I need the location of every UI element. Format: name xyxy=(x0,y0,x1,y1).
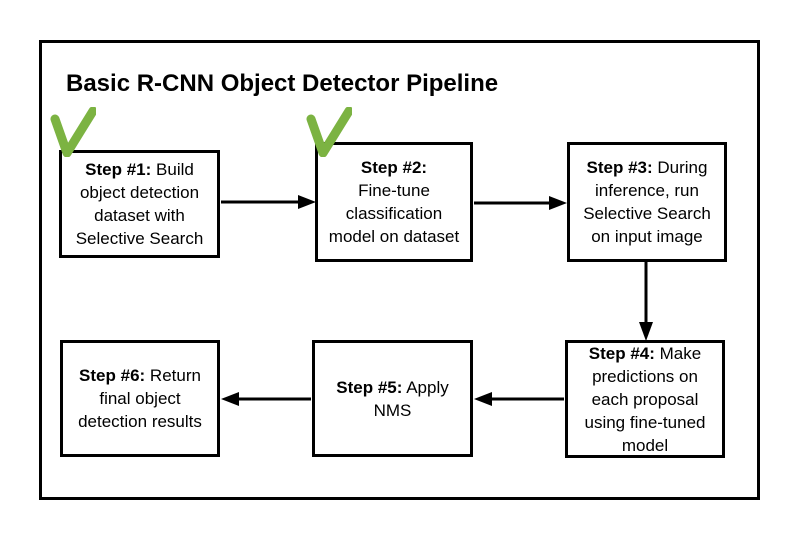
step-line: final object xyxy=(99,389,181,408)
step-line: Fine-tune xyxy=(358,181,430,200)
step-line: each proposal xyxy=(591,389,699,409)
step-line: using fine-tuned xyxy=(584,412,706,432)
step-4-text: Step #4: Make predictions on each proposal… xyxy=(585,342,706,457)
step-line: object detection xyxy=(79,183,200,202)
step-line: on input image xyxy=(591,227,703,246)
step-1-text: Step #1: Build object detection dataset wi… xyxy=(76,158,204,250)
step-line: Step #2: xyxy=(360,158,428,177)
checkmark-icon xyxy=(50,107,96,157)
step-1-box: Step #1: Build object detection dataset wi… xyxy=(50,107,220,258)
step-line: classification xyxy=(345,204,443,223)
step-line: dataset with xyxy=(94,206,185,225)
step-6-text: Step #6: Return final object detection res… xyxy=(78,364,202,433)
step-6-box: Step #6: Return final object detection res… xyxy=(60,340,220,457)
step-line: Selective Search xyxy=(75,229,204,248)
checkmark-icon xyxy=(306,107,352,157)
step-line: detection results xyxy=(78,412,202,431)
step-line: inference, run xyxy=(595,181,699,200)
step-line: Step #5: Apply xyxy=(336,377,449,397)
step-line: Step #1: Build xyxy=(85,160,194,179)
step-line: NMS xyxy=(373,400,412,420)
step-line: model xyxy=(621,435,669,455)
step-line: Step #4: Make xyxy=(588,343,702,363)
step-line: Step #6: Return xyxy=(79,366,201,385)
step-4-box: Step #4: Make predictions on each proposal… xyxy=(565,340,725,458)
step-2-text: Step #2: Fine-tune classification model on … xyxy=(329,156,459,248)
step-line: Step #3: During xyxy=(586,158,708,177)
step-2-box: Step #2: Fine-tune classification model on … xyxy=(306,107,473,262)
step-line: model on dataset xyxy=(328,227,460,246)
diagram-title: Basic R-CNN Object Detector Pipeline xyxy=(66,70,499,97)
step-line: predictions on xyxy=(592,366,698,386)
step-line: Selective Search xyxy=(583,204,711,223)
